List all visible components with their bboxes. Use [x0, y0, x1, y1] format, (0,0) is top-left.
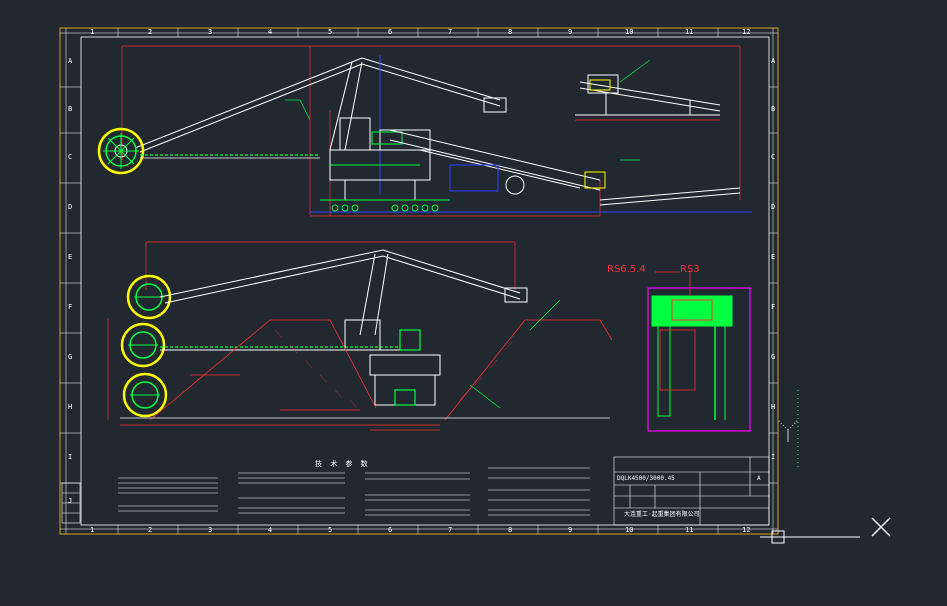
- row-label: D: [771, 203, 776, 211]
- col-label: 5: [328, 526, 333, 534]
- col-label: 10: [625, 526, 634, 534]
- title-block: [61, 456, 770, 526]
- col-label: 2: [148, 28, 153, 36]
- row-label: H: [68, 403, 73, 411]
- rs-left-callout: RS6.5.4: [607, 264, 646, 275]
- col-label: 5: [328, 28, 333, 36]
- row-label: B: [68, 105, 73, 113]
- col-label: 7: [448, 526, 453, 534]
- col-label: 9: [568, 28, 573, 36]
- col-label: 12: [742, 28, 751, 36]
- inset-conveyor-view: [575, 74, 721, 116]
- col-label: 6: [388, 28, 393, 36]
- cab-detail-panel: [647, 270, 751, 432]
- zone-ticks: [60, 28, 778, 534]
- col-label: 3: [208, 526, 213, 534]
- row-label: H: [771, 403, 776, 411]
- company-name: 大连重工·起重集团有限公司: [624, 511, 700, 518]
- close-x-icon[interactable]: [871, 517, 891, 537]
- row-label: C: [68, 153, 73, 161]
- row-label: C: [771, 153, 776, 161]
- top-elevation-view: [97, 45, 752, 217]
- col-label: 4: [268, 526, 273, 534]
- drawing-code: DQLK4500/3000.45: [617, 475, 675, 482]
- col-label: 10: [625, 28, 634, 36]
- bucket-wheel-stack: [120, 274, 172, 418]
- scale-mark: A: [757, 475, 761, 482]
- sheet-outer-border: [59, 27, 779, 535]
- col-label: 4: [268, 28, 273, 36]
- cursor-crosshair: [760, 530, 860, 544]
- ucs-axis-icon: [777, 390, 799, 470]
- col-label: 11: [685, 28, 694, 36]
- col-label: 3: [208, 28, 213, 36]
- row-label: A: [771, 57, 776, 65]
- row-label: G: [771, 353, 776, 361]
- col-label: 11: [685, 526, 694, 534]
- row-label: I: [68, 453, 73, 461]
- row-label: E: [68, 253, 73, 261]
- spec-leader-lines: [118, 467, 590, 516]
- spec-heading: 技 术 参 数: [315, 460, 370, 468]
- row-label: I: [771, 453, 776, 461]
- bottom-elevation-view: [107, 241, 613, 431]
- row-label: D: [68, 203, 73, 211]
- col-label: 1: [90, 28, 95, 36]
- col-label: 8: [508, 28, 513, 36]
- col-label: 1: [90, 526, 95, 534]
- row-label: E: [771, 253, 776, 261]
- row-label: G: [68, 353, 73, 361]
- row-label: J: [68, 497, 73, 505]
- bucket-wheel-top: [97, 127, 145, 175]
- col-label: 9: [568, 526, 573, 534]
- col-label: 8: [508, 526, 513, 534]
- col-label: 12: [742, 526, 751, 534]
- col-label: 7: [448, 28, 453, 36]
- row-label: F: [68, 303, 73, 311]
- sheet-inner-frame: [80, 36, 770, 526]
- col-label: 6: [388, 526, 393, 534]
- rs-right-callout: RS3: [680, 264, 700, 275]
- row-label: A: [68, 57, 73, 65]
- row-label: F: [771, 303, 776, 311]
- col-label: 2: [148, 526, 153, 534]
- row-label: B: [771, 105, 776, 113]
